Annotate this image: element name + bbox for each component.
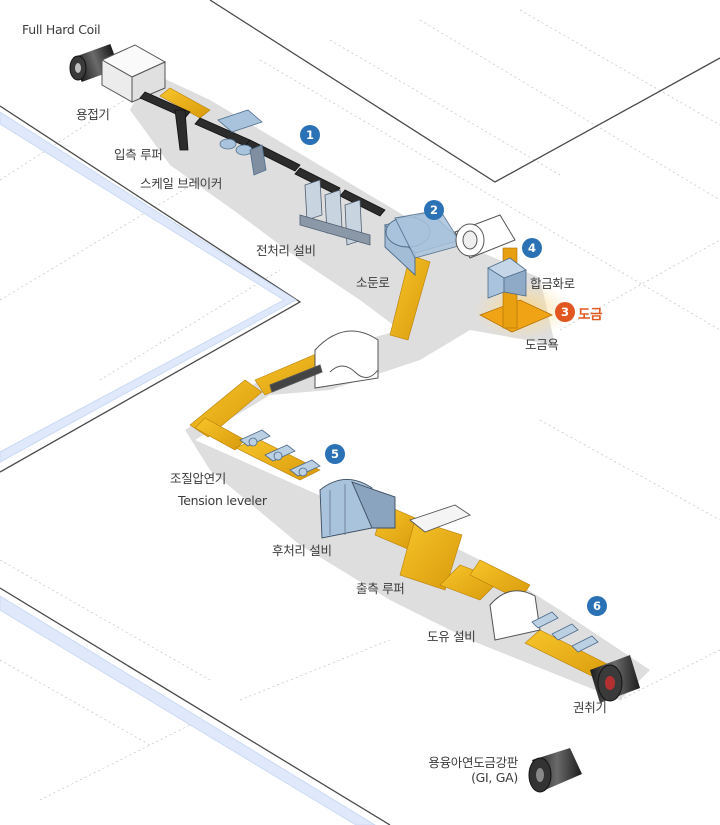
cooling-tower-shape — [269, 330, 379, 393]
badge-1: 1 — [300, 125, 320, 145]
label-welder: 용접기 — [76, 107, 110, 122]
label-oiler: 도유 설비 — [427, 629, 476, 644]
pretreatment-tanks — [299, 179, 371, 246]
alloying-furnace-shape — [487, 257, 527, 299]
product-coil-shape — [528, 748, 582, 793]
river — [0, 111, 376, 825]
exit-rolls — [531, 611, 599, 653]
label-recoiler: 권취기 — [573, 700, 607, 715]
label-alloying-furnace: 합금화로 — [530, 276, 575, 291]
platform — [130, 72, 650, 700]
label-entry-looper: 입측 루퍼 — [114, 147, 163, 162]
label-tension-leveler: Tension leveler — [178, 493, 267, 508]
label-post-treatment: 후처리 설비 — [272, 543, 332, 558]
label-skin-pass: 조질압연기 — [170, 471, 227, 486]
scale-breaker-shape — [217, 109, 267, 176]
label-pretreatment: 전처리 설비 — [256, 243, 316, 258]
label-coating: 도금 — [578, 307, 603, 323]
label-exit-looper: 출측 루퍼 — [356, 581, 405, 596]
furnace-cylinder — [454, 214, 516, 259]
badge-5: 5 — [325, 444, 345, 464]
label-product-line2: (GI, GA) — [471, 770, 518, 785]
badge-3: 3 — [555, 302, 575, 322]
label-full-hard-coil: Full Hard Coil — [22, 22, 101, 37]
post-treatment-shape — [319, 479, 396, 539]
welder-shape — [100, 44, 167, 103]
label-annealing-furnace: 소둔로 — [356, 275, 390, 290]
skin-pass-rolls — [239, 429, 321, 477]
badge-6: 6 — [587, 596, 607, 616]
badge-2: 2 — [424, 200, 444, 220]
recoiler-shape — [590, 655, 640, 703]
label-scale-breaker: 스케일 브레이커 — [140, 176, 223, 191]
exit-looper-shape — [409, 504, 471, 533]
label-product-line1: 용융아연도금강판 — [428, 755, 518, 770]
map-grid — [0, 9, 720, 801]
badge-4: 4 — [522, 238, 542, 258]
label-coating-pot: 도금욕 — [525, 337, 559, 352]
